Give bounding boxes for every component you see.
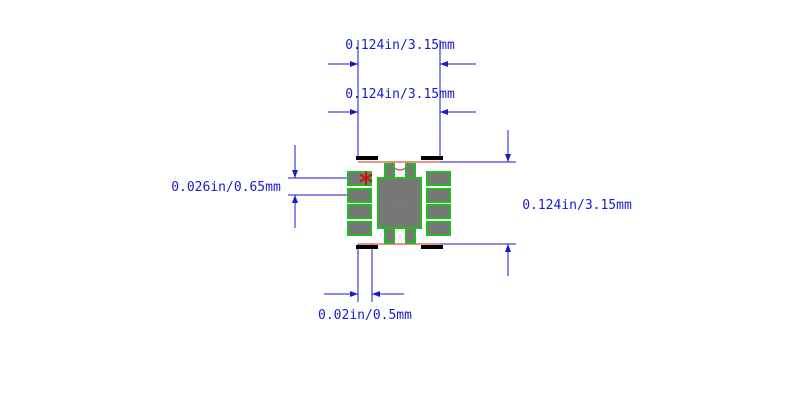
left-pads: [347, 171, 372, 236]
top-inner-width-label: 0.124in/3.15mm: [345, 87, 455, 102]
pitch-label: 0.026in/0.65mm: [171, 180, 281, 195]
center-pad: ·: [377, 163, 422, 244]
height-label: 0.124in/3.15mm: [522, 198, 632, 213]
dimension-lines: [288, 40, 516, 302]
star-icon: [359, 171, 373, 185]
silkscreen-bars: [356, 156, 443, 249]
svg-text:·: ·: [399, 201, 401, 208]
dimension-arrowheads: [292, 61, 511, 297]
top-outer-width-label: 0.124in/3.15mm: [345, 38, 455, 53]
pad-width-label: 0.02in/0.5mm: [318, 308, 412, 323]
right-pads: [426, 171, 451, 236]
